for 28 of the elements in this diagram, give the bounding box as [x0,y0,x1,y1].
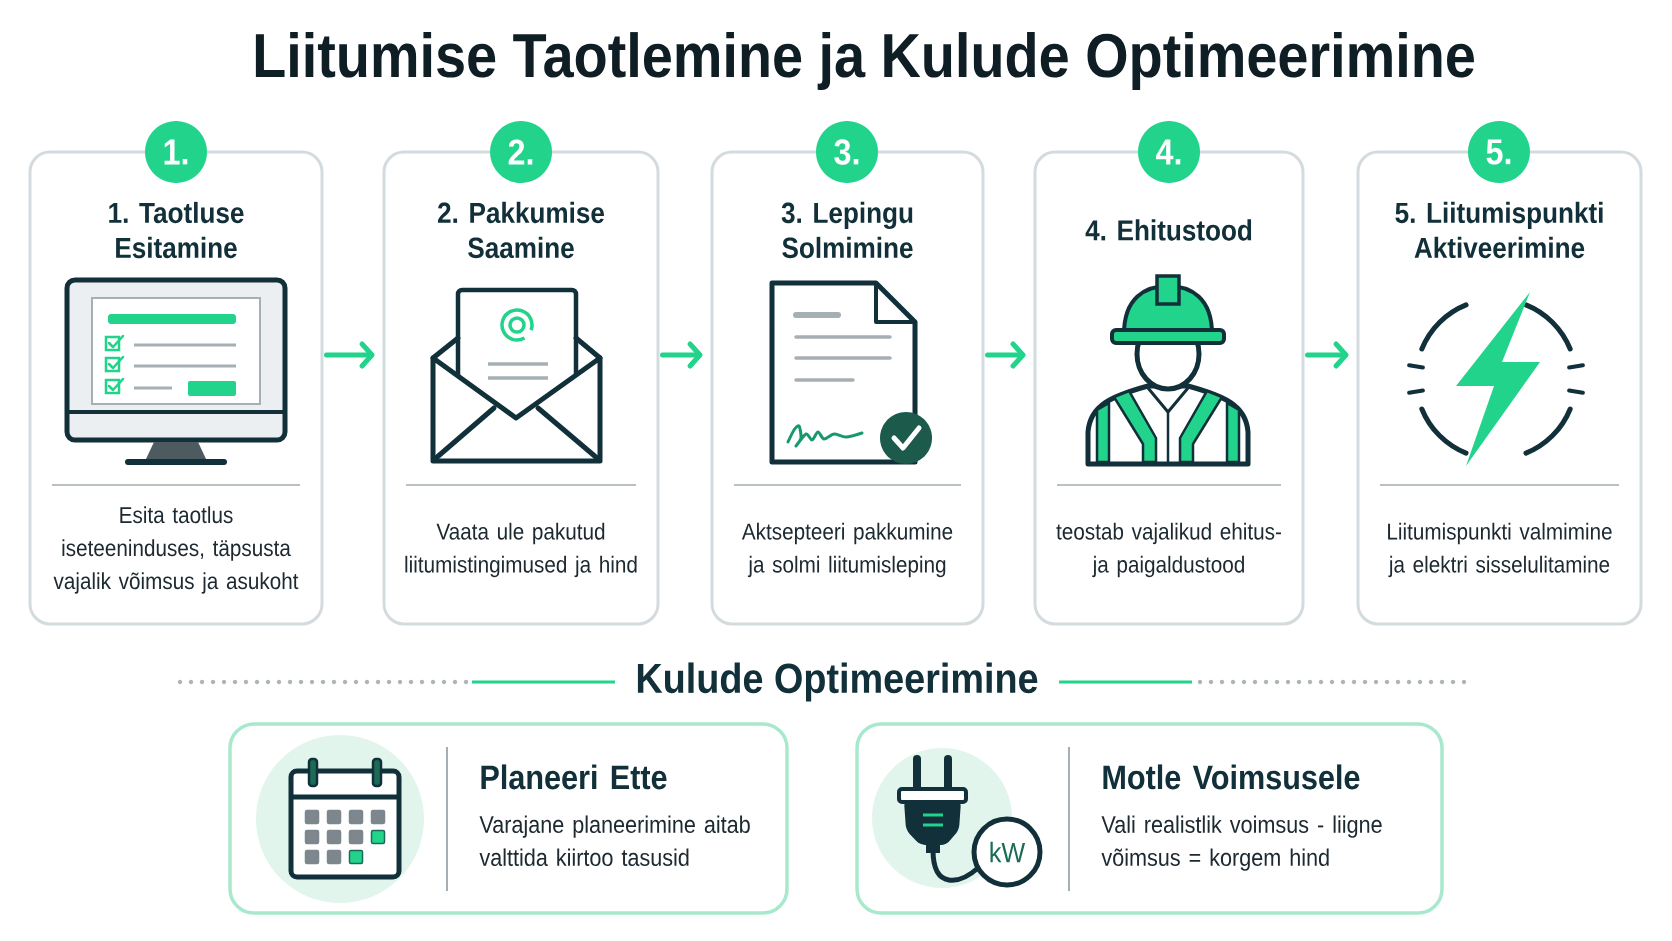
step-number: 2. [490,121,552,183]
step-text: Vaata ule pakutud liitumistingimused ja hind [405,522,637,578]
step-text: teostab vajalikud ehitus- ja paigaldustood [1056,522,1281,578]
step-title: 4. Ehitustood [1085,219,1252,241]
step-title: 1. Taotluse Esitamine [109,201,244,259]
arrow [660,341,703,369]
step-number: 3. [816,121,878,183]
step-number: 4. [1138,121,1200,183]
step-number: 5. [1468,121,1530,183]
arrow [1305,341,1349,369]
tip-title: Motle Voimsusele [1103,764,1360,790]
tip-title: Planeeri Ette [481,764,667,790]
tip-card [228,722,789,915]
step-text: Aktsepteeri pakkumine ja solmi liitumisleping [741,522,953,578]
tip-text: Vali realistlik voimsus - liigne võimsus = korgem hind [1101,815,1382,871]
arrow [324,341,375,369]
title: Liitumise Taotlemine ja Kulude Optimeerimine [255,32,1474,90]
step-text: Esita taotlus iseteeninduses, täpsusta vajalik võimsus ja asukoht [53,506,299,594]
node-label: kW [990,841,1026,863]
tip-text: Varajane planeerimine aitab valttida kiirtoo tasusid [479,815,750,866]
step-title: 2. Pakkumise Saamine [438,201,604,259]
step-text: Liitumispunkti valmimine ja elektri sisselulitamine [1388,522,1612,578]
step-title: 5. Liitumispunkti Aktiveerimine [1395,201,1603,259]
section-heading: Kulude Optimeerimine [637,662,1038,702]
step-number: 1. [145,121,207,183]
step-title: 3. Lepingu Solmimine [781,201,913,259]
arrow [985,341,1026,369]
tip-card [855,722,1444,915]
